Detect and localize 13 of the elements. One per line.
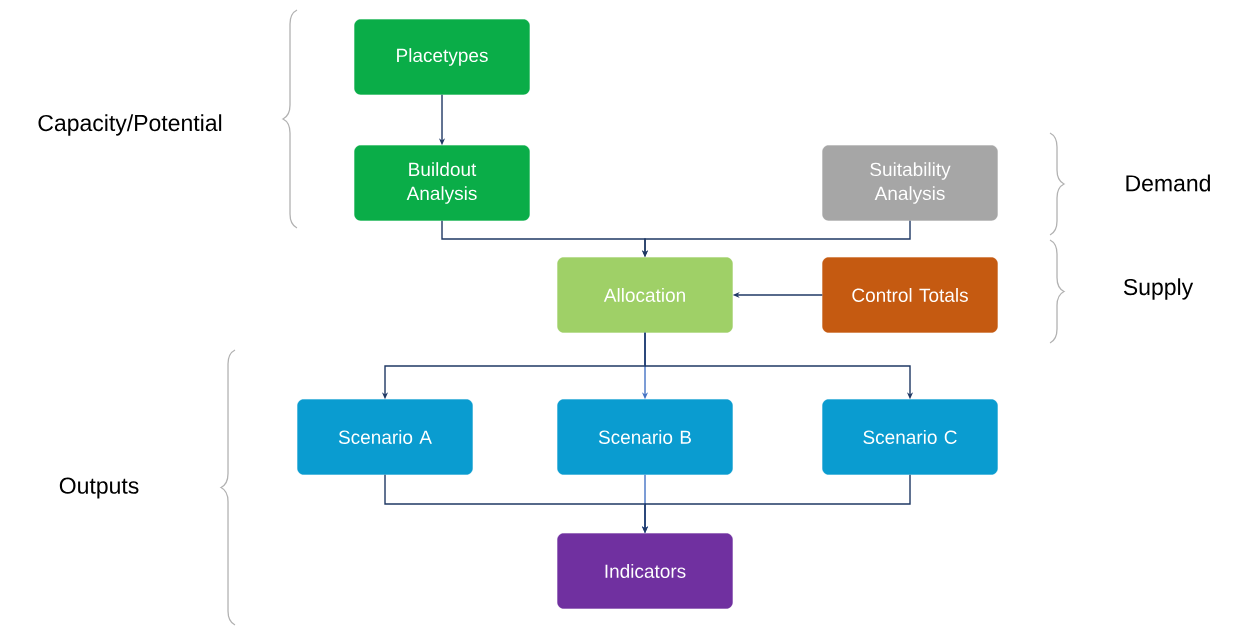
process-box: Placetypes [354, 19, 530, 95]
process-box: Suitability Analysis [822, 145, 998, 221]
process-box: Indicators [557, 533, 733, 609]
group-label: Demand [1126, 174, 1210, 192]
process-box: Allocation [557, 257, 733, 333]
process-box: Control Totals [822, 257, 998, 333]
process-box: Scenario B [557, 399, 733, 475]
process-box: Buildout Analysis [354, 145, 530, 221]
process-box: Scenario C [822, 399, 998, 475]
group-label: Capacity/Potential [38, 114, 222, 136]
process-box: Scenario A [297, 399, 473, 475]
group-label: Outputs [59, 477, 139, 499]
group-label: Supply [1123, 278, 1194, 300]
